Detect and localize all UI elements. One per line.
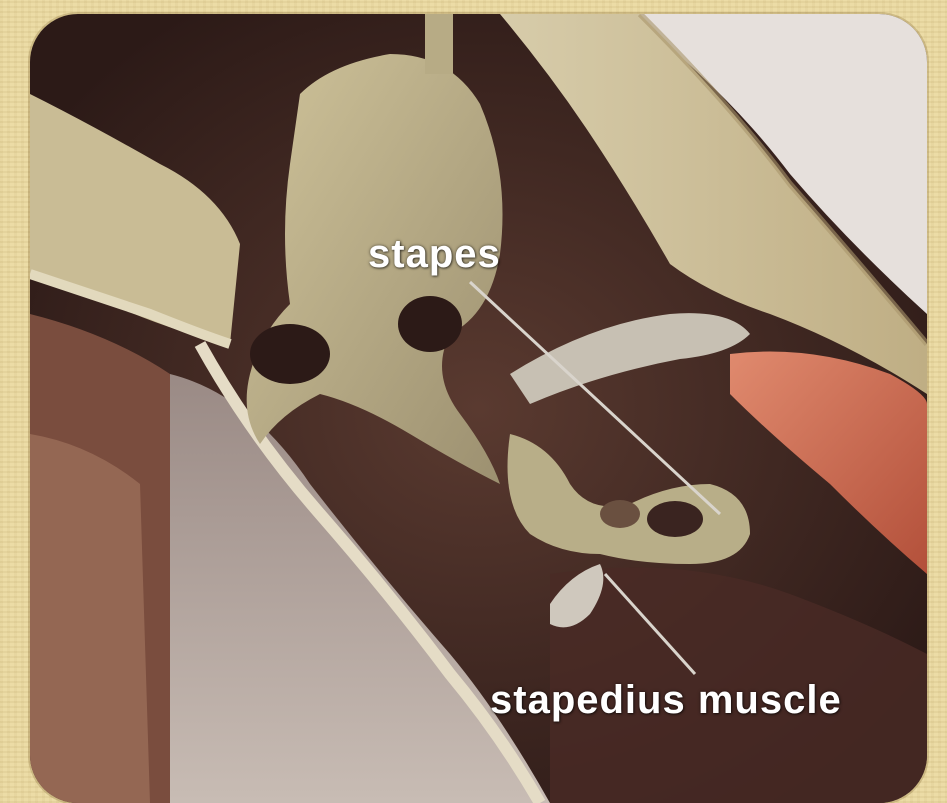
- stapes-label: stapes: [368, 232, 501, 277]
- stapedius-muscle-label: stapedius muscle: [490, 678, 842, 723]
- anatomy-illustration: stapes stapedius muscle: [30, 14, 927, 803]
